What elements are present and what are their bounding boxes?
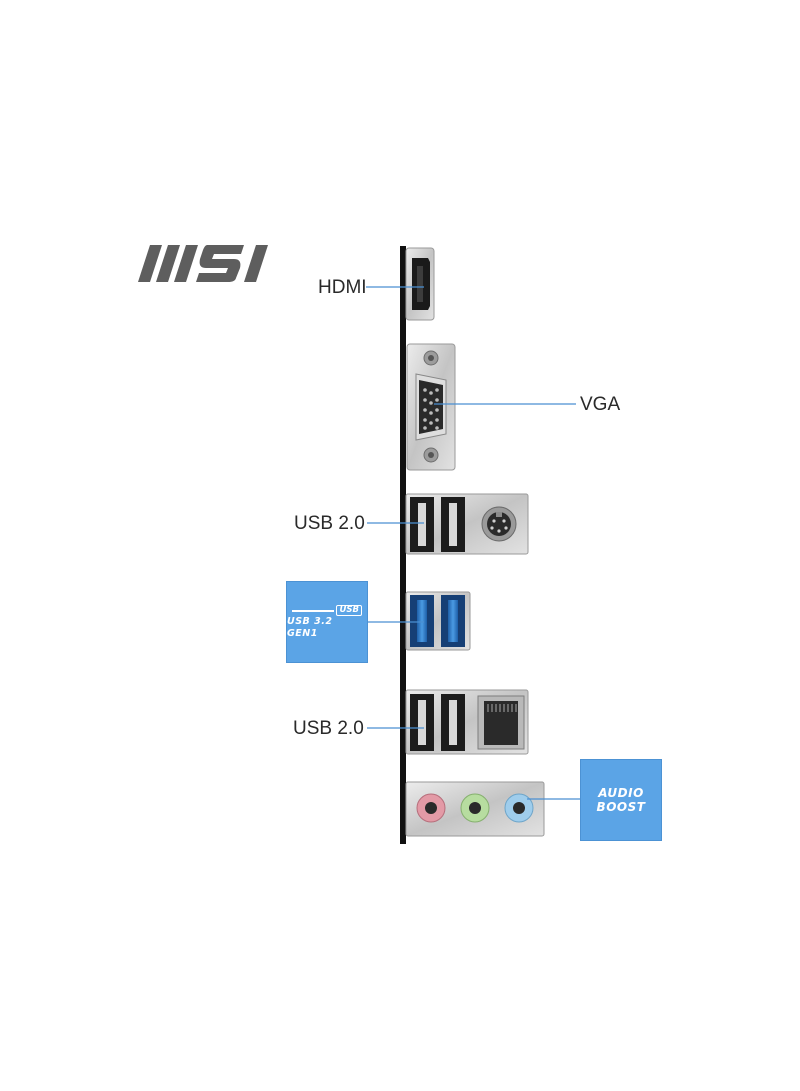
- msi-logo: [138, 245, 268, 282]
- usb2-port-1[interactable]: [410, 497, 434, 552]
- usb-badge-tag: USB: [336, 604, 362, 617]
- usb2-top-label: USB 2.0: [294, 513, 365, 534]
- usb2-port-2[interactable]: [441, 497, 465, 552]
- hdmi-label: HDMI: [318, 277, 367, 298]
- audio-boost-badge: AUDIO BOOST: [580, 759, 662, 841]
- audio-block: [405, 781, 545, 837]
- audio-badge-line-2: BOOST: [596, 800, 646, 814]
- usb2-port-3[interactable]: [410, 694, 434, 751]
- usb-badge-top: USB: [292, 604, 362, 617]
- usb2-lan-block: [405, 689, 529, 755]
- usb2-port-4[interactable]: [441, 694, 465, 751]
- audio-jack-blue[interactable]: [504, 793, 534, 823]
- usb32-gen1-badge: USB USB 3.2 GEN1: [286, 581, 368, 663]
- lan-port[interactable]: [477, 695, 525, 750]
- usb2-bottom-label: USB 2.0: [293, 718, 364, 739]
- audio-badge-line-1: AUDIO: [598, 785, 644, 800]
- audio-jack-pink[interactable]: [416, 793, 446, 823]
- vga-port[interactable]: [406, 343, 456, 471]
- leader-lines: [366, 286, 580, 800]
- ps2-port[interactable]: [481, 506, 517, 542]
- audio-jack-green[interactable]: [460, 793, 490, 823]
- usb3-port-1[interactable]: [410, 595, 434, 647]
- vga-label: VGA: [580, 394, 621, 415]
- panel-bar: [400, 246, 406, 844]
- hdmi-port[interactable]: [405, 247, 435, 321]
- usb-badge-rule: [292, 609, 335, 612]
- usb3-block: [405, 591, 471, 651]
- usb-badge-text: USB 3.2 GEN1: [287, 616, 333, 639]
- usb3-port-2[interactable]: [441, 595, 465, 647]
- usb2-ps2-block: [405, 493, 529, 555]
